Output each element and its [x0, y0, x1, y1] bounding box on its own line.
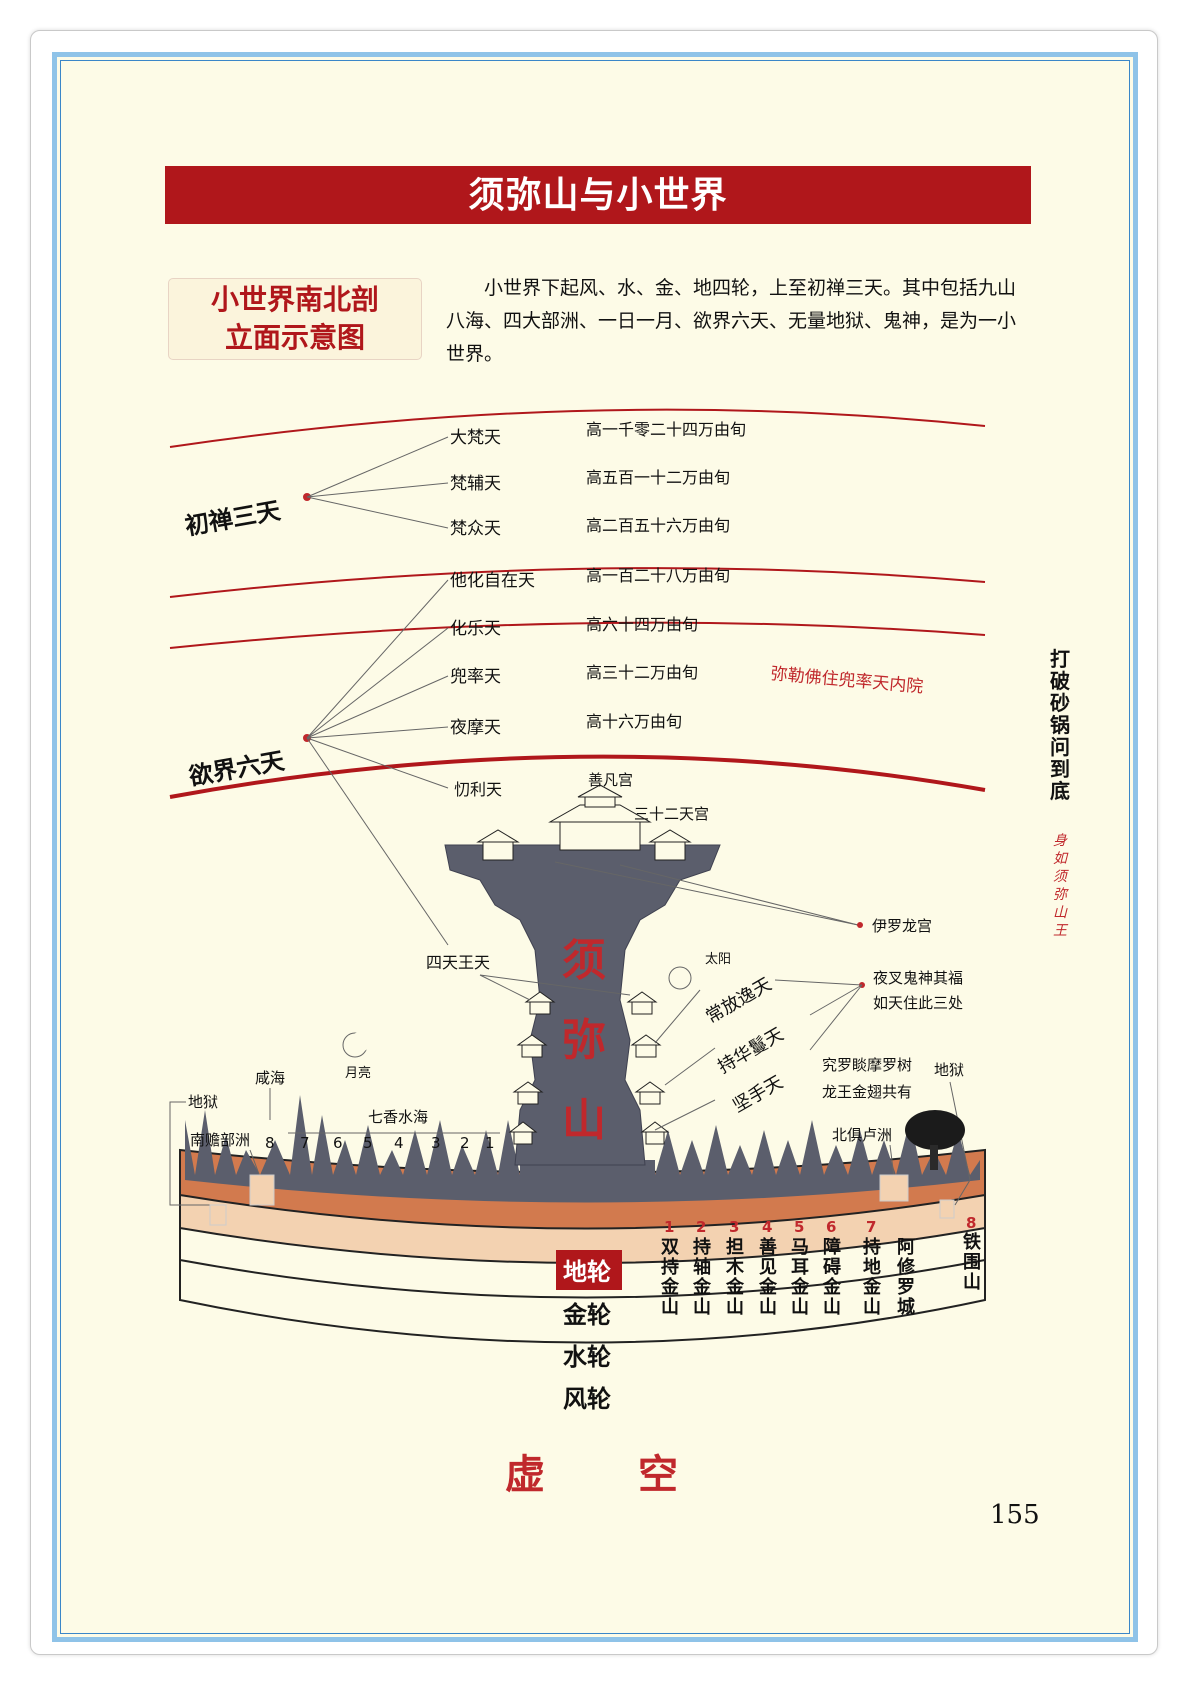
subtitle-line-2: 立面示意图	[224, 321, 365, 354]
salt-sea-label: 咸海	[255, 1069, 285, 1087]
heaven-4-height: 高六十四万由旬	[586, 615, 698, 634]
earth-wheel-label: 地轮	[563, 1258, 611, 1286]
void-char-1: 虚	[505, 1451, 545, 1498]
sea-number-7: 7	[300, 1134, 310, 1152]
heaven-6-height: 高十六万由旬	[586, 712, 682, 731]
yiluo-dot	[857, 922, 863, 928]
moon-label: 月亮	[345, 1065, 371, 1081]
sea-number-6: 6	[333, 1134, 343, 1152]
shanfan-palace-label: 善凡宫	[588, 771, 633, 789]
jianshou-heaven-label: 坚手天	[729, 1072, 786, 1117]
hell-right-label: 地狱	[934, 1061, 964, 1079]
mountain-7-number: 7	[866, 1218, 876, 1236]
palace-top	[476, 784, 692, 861]
heaven-3-name: 他化自在天	[450, 571, 535, 591]
four-kings-label: 四天王天	[426, 953, 490, 972]
sumeru-char-3: 山	[562, 1095, 606, 1146]
earth-wheel-label-bg	[556, 1250, 622, 1290]
hell-left-label: 地狱	[188, 1093, 218, 1111]
golden-mountain-ranges	[185, 1095, 980, 1203]
sumeru-char-2: 弥	[562, 1015, 606, 1066]
mountain-8-number: 8	[966, 1214, 976, 1232]
yiluo-leader-line	[554, 861, 859, 926]
sea-number-2: 2	[460, 1134, 470, 1152]
subtitle-line-1: 小世界南北剖	[210, 283, 379, 316]
uttarakuru-label: 北俱卢洲	[832, 1126, 892, 1144]
heaven-2-name: 梵众天	[450, 519, 501, 539]
mountain-2-number: 2	[696, 1218, 706, 1236]
mountain-name-6: 障碍金山	[823, 1237, 841, 1318]
jambudvipa-label: 南赡部洲	[190, 1131, 250, 1149]
sea-number-3: 3	[431, 1134, 441, 1152]
sea-number-1: 1	[485, 1134, 495, 1152]
mountain-name-9: 铁围山	[963, 1232, 981, 1293]
mountain-name-1: 双持金山	[661, 1237, 679, 1318]
sea-number-5: 5	[363, 1134, 373, 1152]
changfangyi-heaven-label: 常放逸天	[702, 974, 775, 1028]
hell-right-box	[939, 1199, 955, 1219]
group-chuchan-label: 初禅三天	[183, 496, 282, 540]
mountain-name-7: 持地金山	[863, 1237, 881, 1318]
maitreya-note: 弥勒佛住兜率天内院	[770, 664, 924, 697]
sea-number-8: 8	[265, 1134, 275, 1152]
metal-wheel-label: 金轮	[562, 1301, 611, 1329]
arc-chuchan-bottom	[169, 567, 986, 598]
page-number: 155	[990, 1500, 1040, 1530]
heaven-3-height: 高一百二十八万由旬	[586, 566, 730, 585]
arc-yujie-bottom	[169, 754, 986, 799]
group-leader-lines	[306, 436, 449, 946]
heaven-5-name: 兜率天	[450, 667, 501, 687]
mountain-5-number: 5	[794, 1218, 804, 1236]
sumeru-char-1: 须	[562, 935, 606, 986]
yaksha-label-line2: 如天住此三处	[873, 994, 963, 1012]
tree-label-line2: 龙王金翅共有	[822, 1083, 912, 1101]
heaven-4-name: 化乐天	[450, 619, 501, 639]
water-wheel-label: 水轮	[563, 1343, 611, 1371]
heaven-6-name: 夜摩天	[450, 718, 501, 738]
hell-left-box	[209, 1204, 227, 1226]
sun-label: 太阳	[705, 952, 731, 967]
mount-sumeru	[444, 844, 721, 1166]
mountain-4-number: 4	[762, 1218, 772, 1236]
mountain-1-number: 1	[664, 1218, 674, 1236]
heaven-2-height: 高二百五十六万由旬	[586, 516, 730, 535]
intro-paragraph: 小世界下起风、水、金、地四轮，上至初禅三天。其中包括九山八海、四大部洲、一日一月…	[446, 277, 1017, 365]
yaksha-label-line1: 夜叉鬼神其福	[873, 969, 963, 987]
mountain-6-number: 6	[826, 1218, 836, 1236]
chihuaman-heaven-label: 持华鬘天	[714, 1024, 787, 1078]
yiluo-palace-label: 伊罗龙宫	[872, 917, 932, 935]
heaven-1-name: 梵辅天	[450, 474, 501, 494]
uttarakuru-island	[879, 1174, 909, 1202]
heaven-5-height: 高三十二万由旬	[586, 663, 698, 682]
heaven-0-height: 高一千零二十四万由旬	[586, 420, 746, 439]
side-section-subtitle: 身如须弥山王	[1053, 833, 1067, 939]
arc-mid	[169, 621, 986, 649]
sea-number-4: 4	[394, 1134, 404, 1152]
mountain-name-2: 持轴金山	[693, 1237, 711, 1318]
side-pavilions	[508, 991, 670, 1145]
heaven-1-height: 高五百一十二万由旬	[586, 468, 730, 487]
thirty-two-palaces-label: 三十二天宫	[634, 805, 709, 823]
mountain-name-8: 阿修罗城	[897, 1237, 915, 1318]
daoli-heaven-label: 忉利天	[454, 780, 502, 799]
mountain-name-4: 善见金山	[759, 1237, 777, 1318]
heaven-0-name: 大梵天	[450, 428, 501, 448]
diagram-subtitle-box: 小世界南北剖 立面示意图	[168, 278, 422, 360]
tree-label-line1: 究罗睒摩罗树	[822, 1056, 912, 1074]
page-title: 须弥山与小世界	[165, 166, 1031, 224]
tree-icon	[905, 1110, 965, 1170]
mountain-name-5: 马耳金山	[791, 1237, 809, 1318]
void-char-2: 空	[638, 1451, 678, 1498]
jambudvipa-island	[249, 1174, 275, 1206]
wind-wheel-label: 风轮	[563, 1385, 611, 1413]
arc-top	[169, 408, 986, 448]
sun-icon	[668, 966, 692, 990]
mountain-name-3: 担木金山	[726, 1237, 744, 1318]
mountain-3-number: 3	[729, 1218, 739, 1236]
side-section-title: 打破砂锅问到底	[1050, 647, 1070, 803]
seven-seas-label: 七香水海	[368, 1108, 428, 1126]
